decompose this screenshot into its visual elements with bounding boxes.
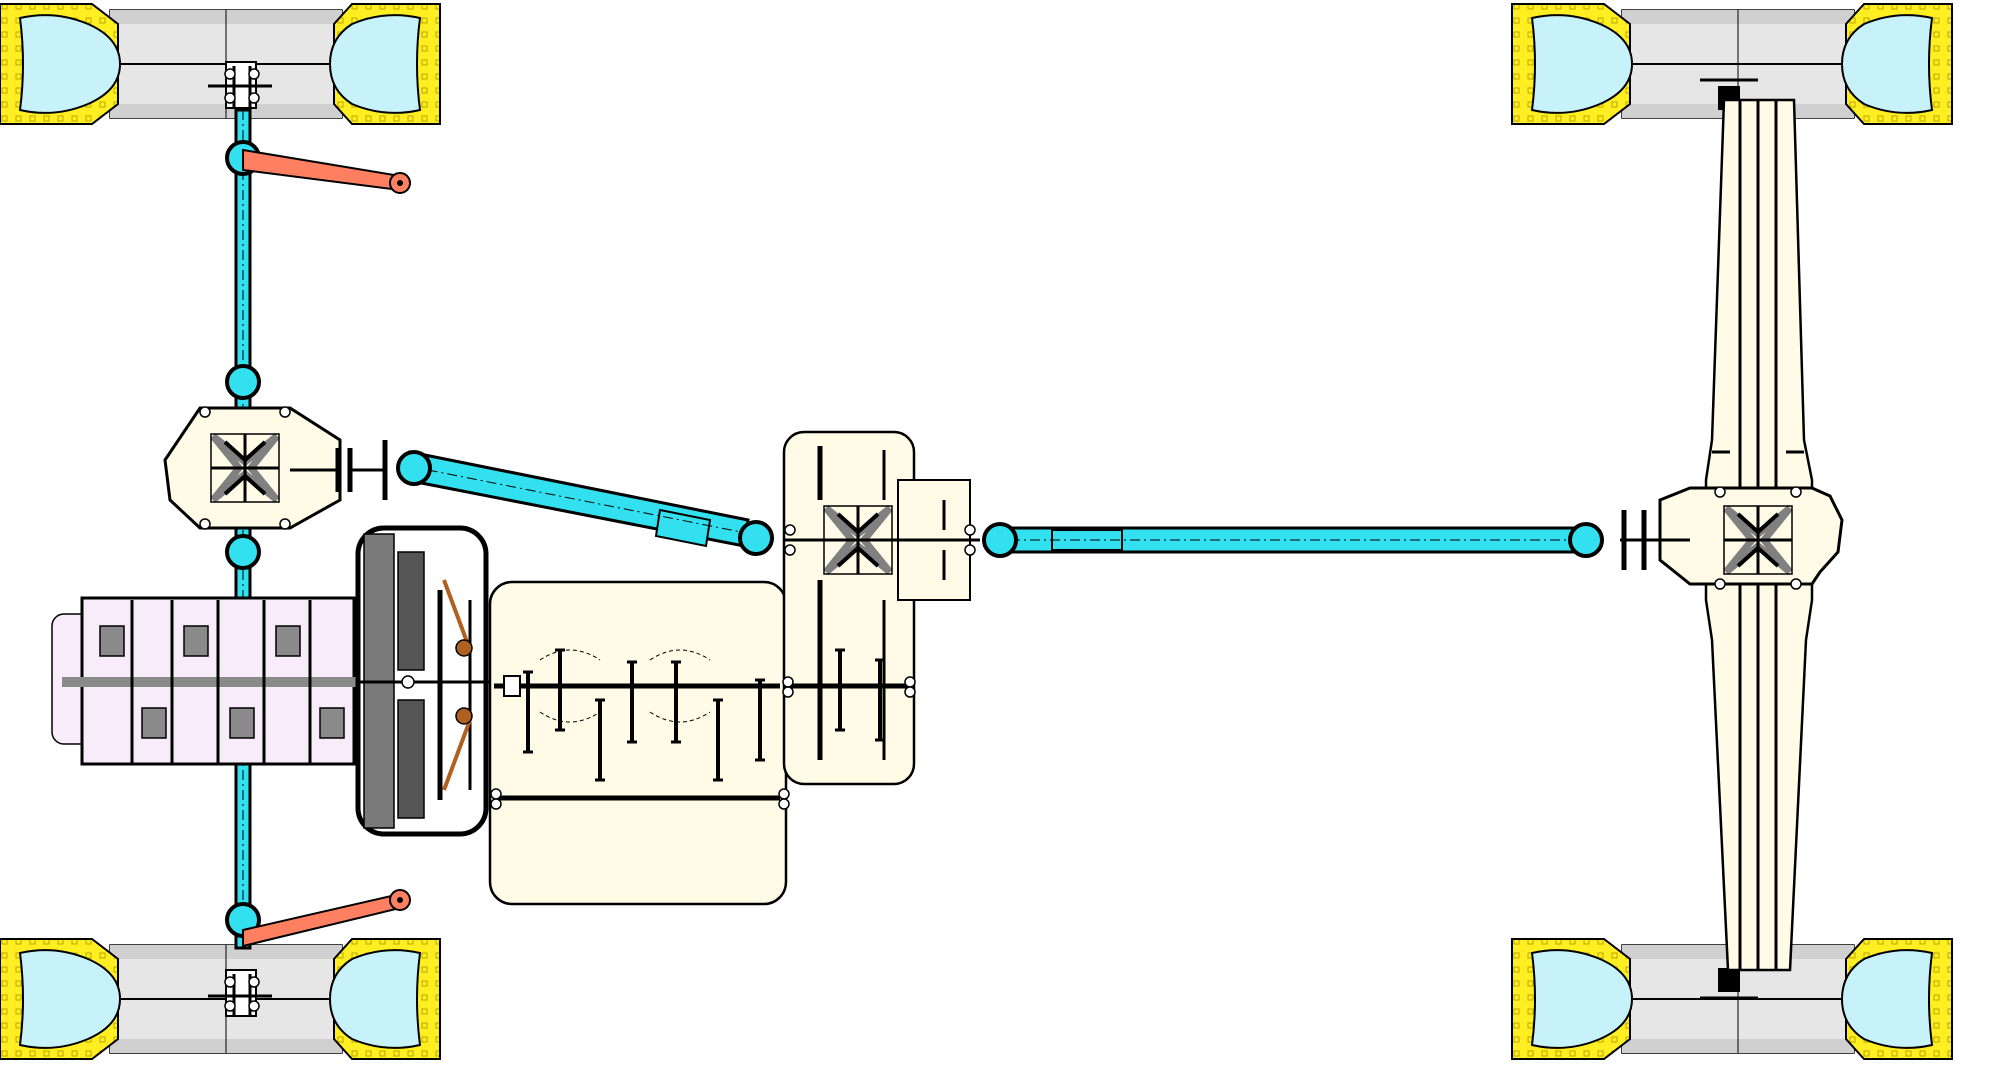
- steering-arm-rear: [242, 889, 411, 948]
- front-left-wheel: [0, 3, 441, 125]
- rear-left-wheel: [0, 938, 441, 1060]
- engine-crankshaft: [51, 596, 370, 766]
- front-differential: [163, 406, 388, 530]
- front-driveshaft: [396, 450, 774, 556]
- gearbox: [488, 580, 790, 906]
- steering-arm-front: [242, 148, 411, 194]
- transfer-case: [782, 430, 980, 786]
- rear-differential: [1620, 450, 1844, 590]
- rear-driveshaft: [982, 522, 1604, 558]
- rear-right-wheel: [1511, 938, 1953, 1060]
- clutch-assembly: [355, 525, 520, 837]
